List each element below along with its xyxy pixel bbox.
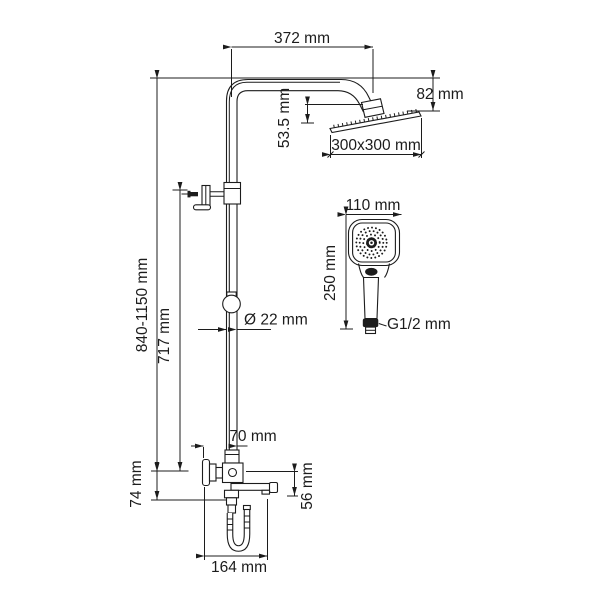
spray-dots-ring-4 bbox=[355, 226, 388, 259]
dim-head-plate-offset: 53.5 mm bbox=[276, 88, 363, 148]
dim-hand-shower-width: 110 mm bbox=[337, 197, 402, 217]
head-plate bbox=[329, 111, 422, 134]
dim-spout-reach: 164 mm bbox=[196, 487, 268, 576]
pipe-union-sleeve bbox=[223, 181, 242, 205]
dim-bracket-height-label: 717 mm bbox=[156, 308, 173, 364]
spout-end-cap bbox=[268, 481, 279, 494]
dim-head-size: 300x300 mm bbox=[322, 118, 425, 158]
dim-mixer-offset-label: 70 mm bbox=[229, 428, 276, 445]
mixer bbox=[201, 449, 279, 514]
hose-connection-leader bbox=[378, 323, 387, 327]
overhead-shower bbox=[329, 98, 422, 134]
mode-button bbox=[365, 267, 378, 276]
dim-hand-shower-width-label: 110 mm bbox=[346, 197, 401, 214]
dim-arm-reach-extensions bbox=[231, 49, 374, 97]
mixer-knob-shaft bbox=[208, 463, 217, 482]
diverter-ball bbox=[222, 294, 241, 314]
hose-adapter bbox=[225, 497, 238, 506]
dim-mixer-drop: 74 mm bbox=[128, 460, 226, 508]
dim-spout-drop: 56 mm bbox=[246, 462, 316, 510]
dim-mixer-drop-label: 74 mm bbox=[128, 460, 145, 507]
dim-hand-shower-length: 250 mm bbox=[322, 206, 353, 330]
hand-shower-handle bbox=[362, 276, 380, 320]
hose-end-fitting bbox=[242, 504, 251, 511]
hand-shower bbox=[347, 218, 401, 335]
dim-spout-reach-extensions bbox=[204, 487, 268, 560]
dim-pipe-diameter: Ø 22 mm bbox=[198, 312, 308, 332]
spout-aerator bbox=[261, 489, 271, 495]
dim-spout-drop-label: 56 mm bbox=[299, 462, 316, 509]
mixer-knob-flange bbox=[201, 458, 211, 487]
dim-mixer-offset: 70 mm bbox=[191, 428, 277, 458]
hose-core bbox=[227, 509, 250, 551]
dim-head-drop-label: 82 mm bbox=[416, 86, 463, 103]
mixer-top-connector bbox=[224, 449, 240, 464]
dim-hand-shower-length-label: 250 mm bbox=[322, 245, 339, 301]
riser-pipe bbox=[225, 204, 238, 450]
hose-ferrule bbox=[227, 504, 237, 514]
head-chin bbox=[357, 263, 391, 278]
wall-screw-head bbox=[187, 190, 191, 198]
mixer-knob-neck bbox=[215, 466, 224, 479]
shower-column bbox=[223, 78, 374, 450]
dim-hose-connection: G1/2 mm bbox=[378, 316, 451, 333]
dim-head-drop: 82 mm bbox=[407, 70, 464, 112]
spout-bar bbox=[230, 482, 271, 491]
hose-texture bbox=[227, 515, 250, 531]
dim-column-height: 840-1150 mm bbox=[134, 70, 440, 471]
arm-inner-highlight bbox=[228, 81, 340, 182]
bracket-rod bbox=[210, 191, 224, 197]
holder-hook bbox=[192, 204, 212, 211]
dim-bracket-height: 717 mm bbox=[151, 182, 189, 472]
diverter-knob bbox=[222, 291, 241, 314]
arm-inner-outline bbox=[236, 90, 364, 182]
spray-dots-ring-2 bbox=[362, 233, 381, 252]
spray-center-dot bbox=[370, 241, 373, 245]
dim-pipe-diameter-label: Ø 22 mm bbox=[244, 312, 308, 329]
dim-head-size-label: 300x300 mm bbox=[331, 137, 421, 154]
dim-head-plate-offset-label: 53.5 mm bbox=[276, 88, 293, 148]
dim-head-size-oblique-ticks bbox=[327, 151, 425, 158]
arm-outer-outline bbox=[225, 78, 374, 182]
wall-screw-body bbox=[190, 192, 198, 197]
dim-hose-connection-label: G1/2 mm bbox=[387, 316, 451, 333]
spray-dots-ring-3 bbox=[358, 230, 385, 256]
wall-bracket bbox=[181, 184, 224, 211]
dim-arm-reach-label: 372 mm bbox=[274, 30, 330, 47]
handle-nut bbox=[362, 318, 379, 328]
dim-spout-reach-label: 164 mm bbox=[211, 559, 267, 576]
dim-column-height-label: 840-1150 mm bbox=[134, 258, 151, 352]
head-connector-band bbox=[363, 105, 383, 111]
shower-hose bbox=[226, 504, 251, 552]
mixer-body-port bbox=[227, 467, 238, 478]
dim-arm-reach: 372 mm bbox=[223, 30, 374, 97]
hose-nut bbox=[223, 489, 240, 499]
